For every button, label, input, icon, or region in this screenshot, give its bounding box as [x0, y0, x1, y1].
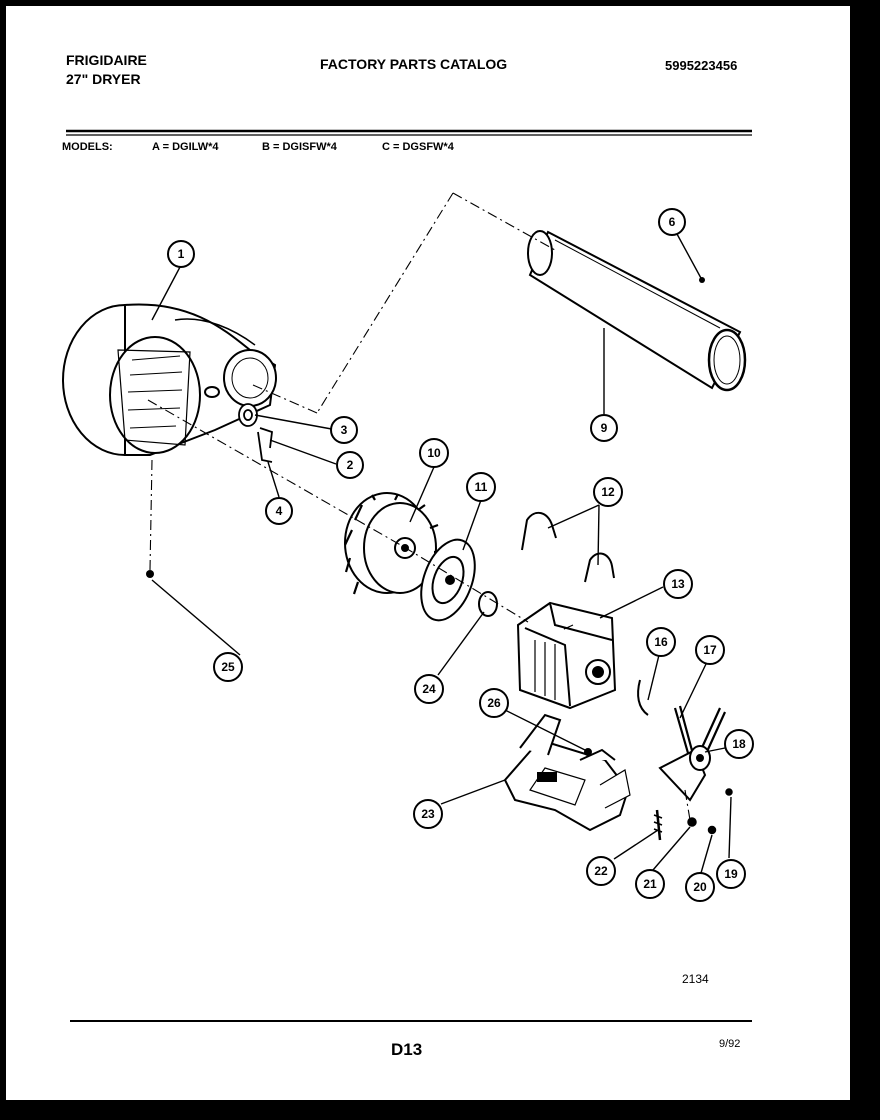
retaining-ring	[478, 591, 498, 617]
page-number: D13	[391, 1040, 423, 1059]
svg-text:16: 16	[654, 635, 668, 649]
drive-motor	[516, 601, 617, 710]
svg-text:6: 6	[669, 215, 676, 229]
motor-wire	[637, 679, 649, 716]
brand-name: FRIGIDAIRE	[66, 52, 147, 68]
svg-text:4: 4	[276, 504, 283, 518]
svg-text:17: 17	[703, 643, 717, 657]
svg-text:11: 11	[475, 480, 488, 494]
callout-3: 3	[330, 416, 358, 444]
model-type: 27" DRYER	[66, 71, 141, 87]
motor-mount	[503, 713, 631, 832]
svg-text:1: 1	[178, 247, 185, 261]
guide-lines	[147, 192, 691, 821]
svg-text:26: 26	[487, 696, 501, 710]
small-hardware	[653, 788, 733, 841]
svg-text:3: 3	[341, 423, 348, 437]
callout-4: 4	[265, 497, 293, 525]
svg-text:22: 22	[594, 864, 608, 878]
exhaust-duct	[527, 230, 747, 392]
callout-23: 23	[413, 799, 443, 829]
callout-18: 18	[724, 729, 754, 759]
svg-text:25: 25	[221, 660, 235, 674]
callout-10: 10	[419, 438, 449, 468]
callout-13: 13	[663, 569, 693, 599]
callout-19: 19	[716, 859, 746, 889]
retainer-clip	[259, 427, 273, 449]
mounting-bracket	[257, 431, 273, 463]
callout-6: 6	[658, 208, 686, 236]
revision-date: 9/92	[719, 1038, 741, 1050]
model-b: B = DGISFW*4	[262, 141, 337, 153]
svg-text:21: 21	[643, 877, 657, 891]
blower-wheel	[344, 492, 442, 595]
svg-text:2: 2	[347, 458, 354, 472]
callout-26: 26	[479, 688, 509, 718]
svg-text:20: 20	[693, 880, 707, 894]
svg-text:19: 19	[724, 867, 738, 881]
idler-assembly	[658, 705, 727, 802]
svg-text:10: 10	[427, 446, 441, 460]
callout-16: 16	[646, 627, 676, 657]
catalog-title: FACTORY PARTS CATALOG	[320, 56, 508, 72]
callout-12: 12	[593, 477, 623, 507]
callout-24: 24	[414, 674, 444, 704]
svg-text:23: 23	[421, 807, 435, 821]
svg-text:13: 13	[671, 577, 685, 591]
model-a: A = DGILW*4	[152, 141, 219, 153]
figure-code: 2134	[682, 972, 709, 986]
callout-17: 17	[695, 635, 725, 665]
callout-1: 1	[167, 240, 195, 268]
svg-text:12: 12	[601, 485, 615, 499]
svg-text:9: 9	[601, 421, 608, 435]
callout-2: 2	[336, 451, 364, 479]
callout-11: 11	[466, 472, 496, 502]
blower-housing	[62, 303, 277, 456]
callout-22: 22	[586, 856, 616, 886]
housing-screw	[146, 570, 154, 578]
catalog-number: 5995223456	[665, 58, 738, 73]
callout-9: 9	[590, 414, 618, 442]
callout-21: 21	[635, 869, 665, 899]
model-c: C = DGSFW*4	[382, 141, 454, 153]
callout-25: 25	[213, 652, 243, 682]
models-label: MODELS:	[62, 141, 113, 153]
svg-text:24: 24	[422, 682, 436, 696]
svg-text:18: 18	[732, 737, 746, 751]
leader-lines	[151, 233, 732, 874]
motor-clamps	[521, 511, 615, 583]
header-rule	[66, 129, 752, 136]
callout-20: 20	[685, 872, 715, 902]
